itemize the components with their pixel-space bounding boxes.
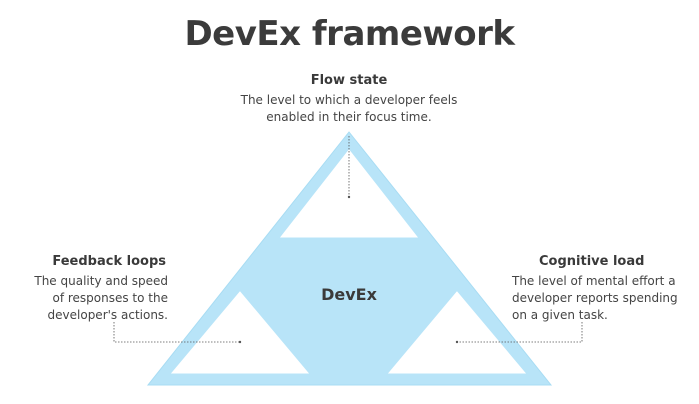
feedback-loops-inner-triangle: [170, 291, 310, 374]
cognitive-load-connector-line: [457, 322, 583, 343]
flow-state-desc-line: The level to which a developer feels: [240, 93, 458, 107]
flow-state-desc-line: enabled in their focus time.: [266, 110, 432, 124]
cognitive-load-connector-dot: [455, 340, 459, 344]
cognitive-load-inner-triangle: [387, 291, 527, 374]
feedback-loops-description: The quality and speed of responses to th…: [20, 273, 168, 324]
cognitive-load-desc-line: on a given task.: [512, 308, 608, 322]
devex-center-label: DevEx: [321, 285, 377, 304]
cognitive-load-heading: Cognitive load: [539, 254, 645, 269]
feedback-loops-connector-dot: [238, 340, 242, 344]
page-title: DevEx framework: [184, 14, 515, 54]
feedback-loops-desc-line: developer's actions.: [47, 308, 168, 322]
feedback-loops-heading: Feedback loops: [52, 254, 166, 269]
cognitive-load-desc-line: developer reports spending: [512, 291, 678, 305]
cognitive-load-description: The level of mental effort a developer r…: [512, 273, 692, 324]
feedback-loops-desc-line: The quality and speed: [34, 274, 168, 288]
flow-state-description: The level to which a developer feels ena…: [224, 92, 474, 126]
feedback-loops-connector-line: [113, 322, 240, 343]
cognitive-load-desc-line: The level of mental effort a: [512, 274, 676, 288]
feedback-loops-desc-line: of responses to the: [52, 291, 168, 305]
flow-state-connector-dot: [347, 195, 351, 199]
flow-state-heading: Flow state: [310, 73, 388, 88]
